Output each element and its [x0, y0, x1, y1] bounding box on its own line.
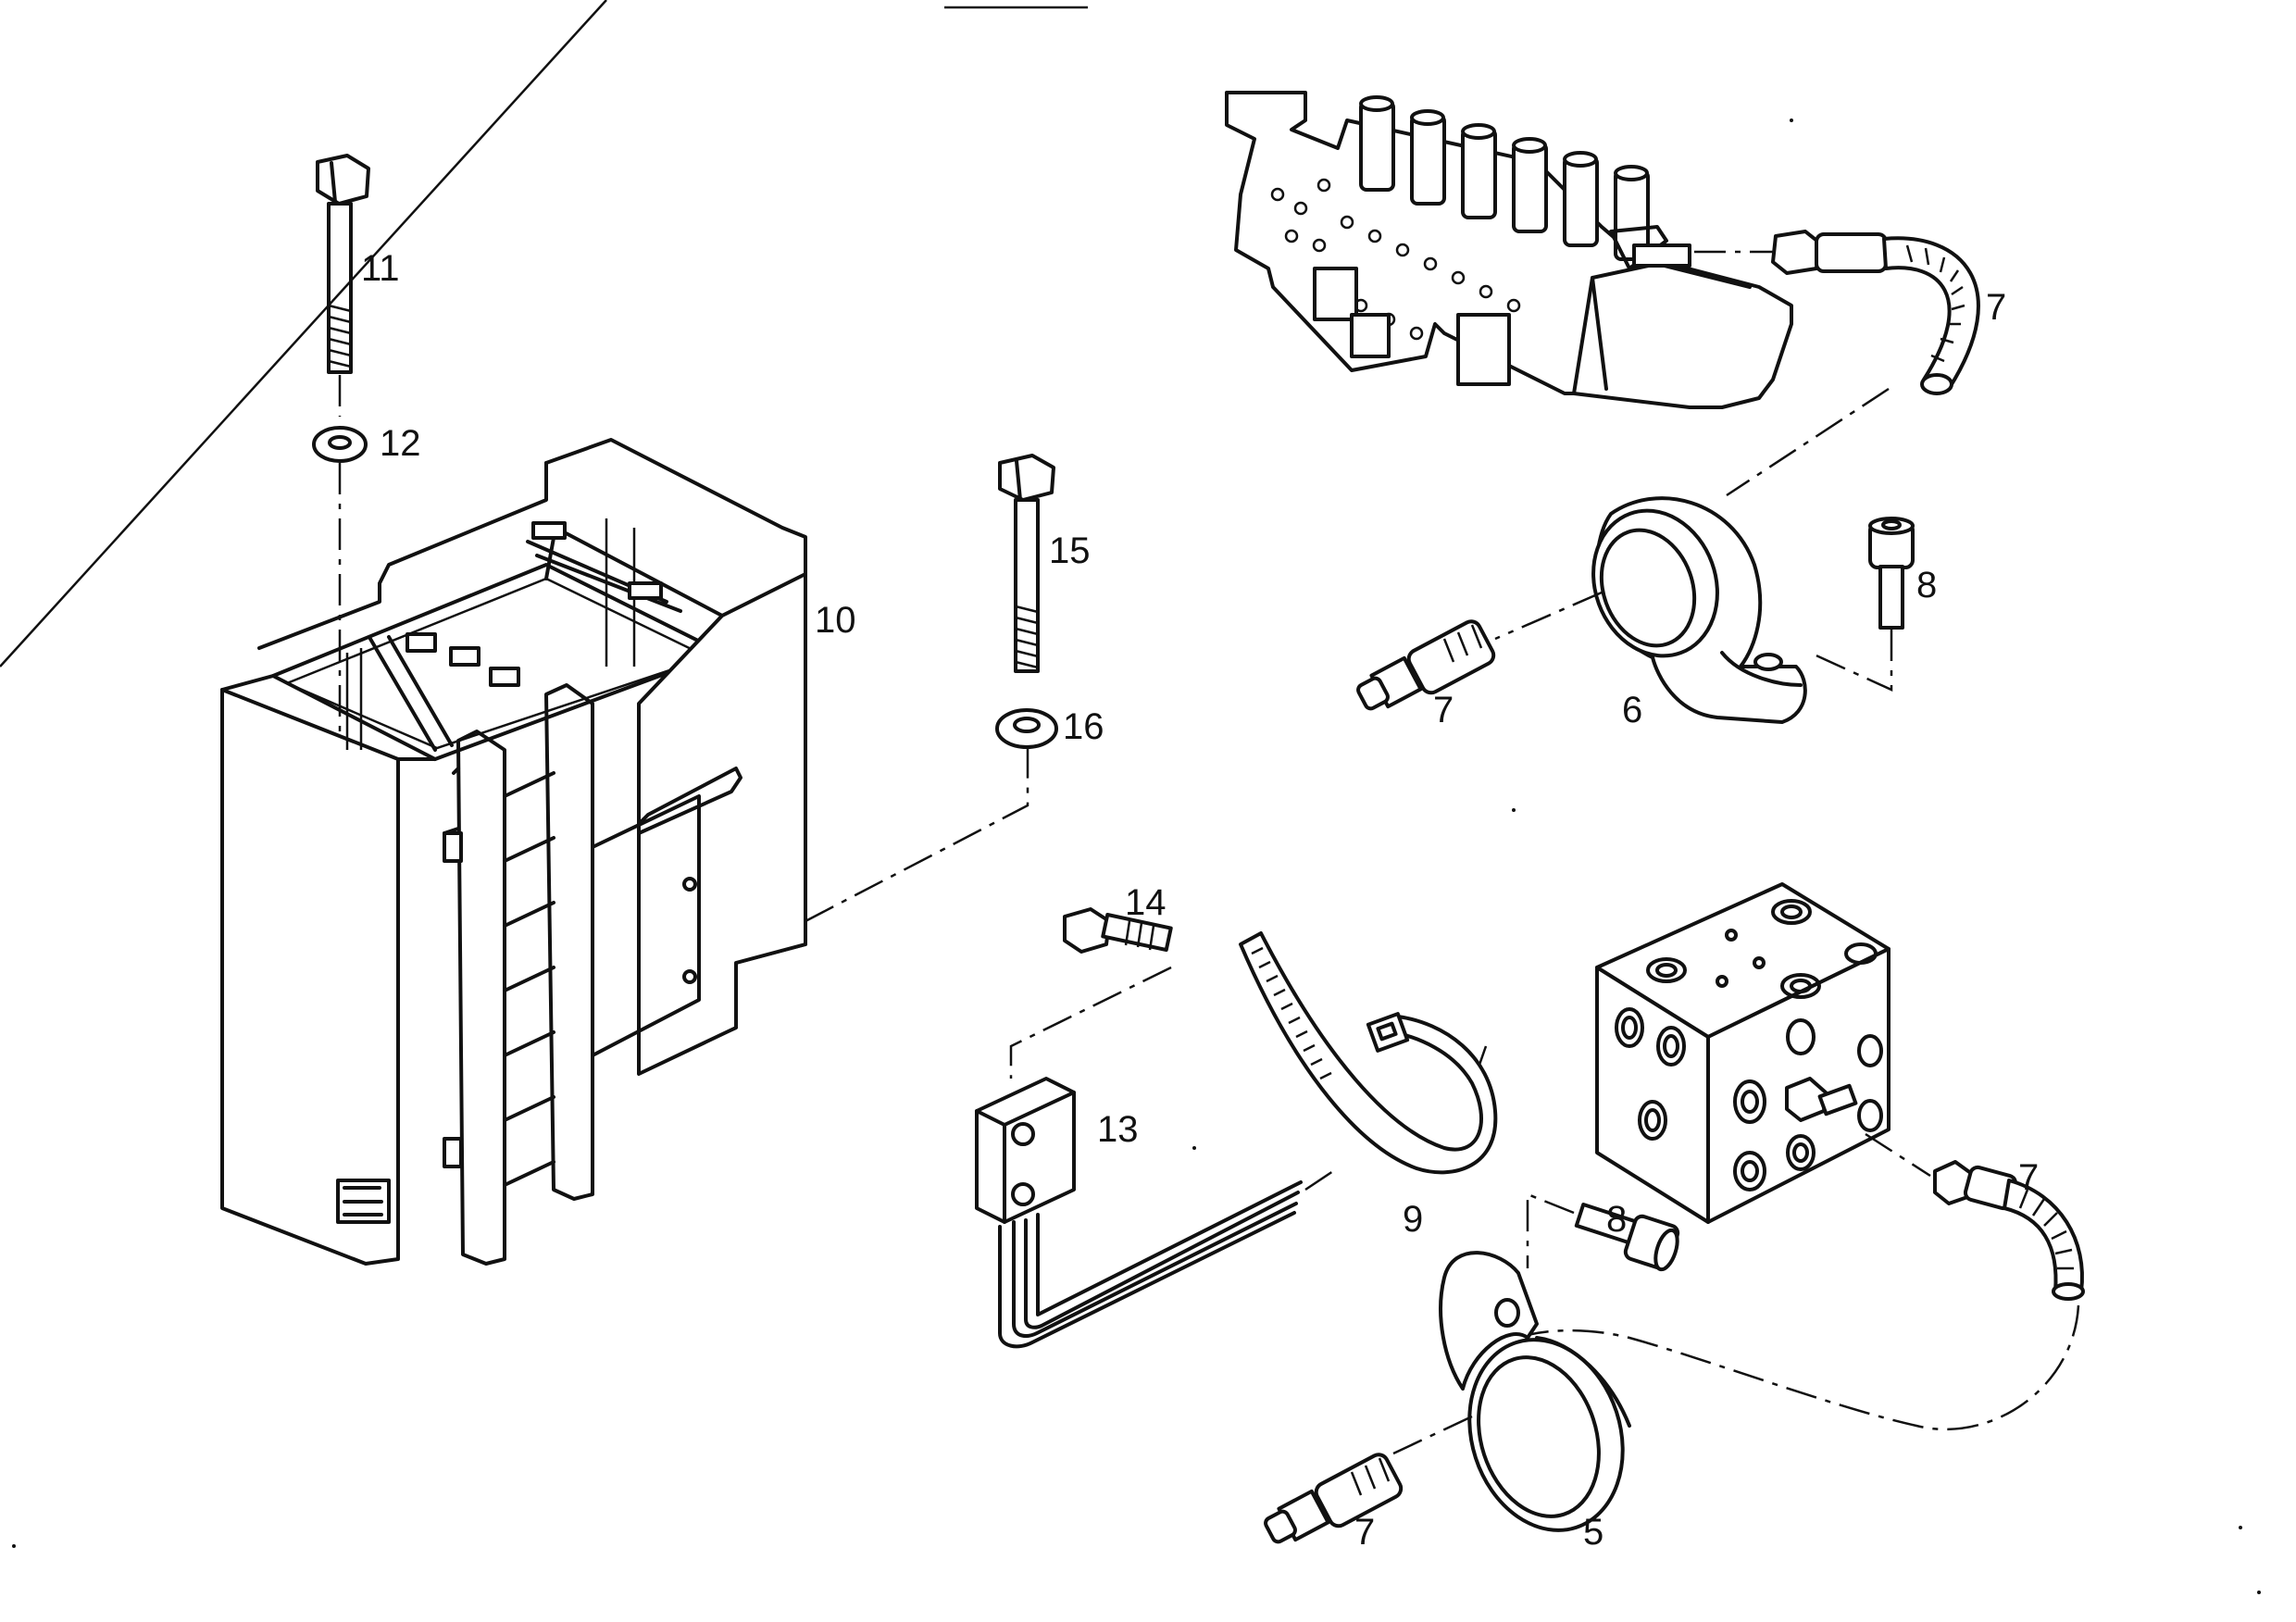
callout-7-top: 7 — [1986, 287, 2006, 328]
callout-14: 14 — [1125, 882, 1167, 923]
pump-assembly[interactable] — [1225, 91, 1793, 409]
stray-dot — [1790, 119, 1793, 122]
fitting-7-mid[interactable] — [1356, 618, 1497, 711]
callout-16: 16 — [1063, 706, 1104, 747]
callout-7-bottom: 7 — [1354, 1512, 1375, 1553]
bolt-11[interactable] — [316, 154, 370, 374]
washer-16[interactable] — [995, 708, 1058, 749]
bolt-14[interactable] — [1063, 907, 1173, 954]
screw-8-bottom[interactable] — [1574, 1203, 1681, 1272]
stray-dot — [1512, 808, 1516, 812]
callout-6: 6 — [1622, 690, 1642, 730]
fitting-7-bottom[interactable] — [1264, 1452, 1404, 1544]
cabinet-10[interactable] — [0, 0, 807, 1266]
clamp-6[interactable] — [1574, 493, 1807, 724]
callout-8-top: 8 — [1916, 565, 1937, 605]
sensor-13[interactable] — [975, 1077, 1303, 1349]
cable-tie-9[interactable] — [1239, 931, 1498, 1175]
stray-dot — [1192, 1146, 1196, 1150]
callout-7-mid: 7 — [1433, 690, 1454, 730]
leader-8-6 — [1809, 630, 1893, 692]
callout-15: 15 — [1049, 530, 1091, 571]
leader-10-16 — [805, 745, 1029, 923]
leader-7-6 — [1726, 387, 1890, 497]
bolt-15[interactable] — [998, 454, 1055, 673]
callout-5: 5 — [1583, 1512, 1603, 1553]
callout-12: 12 — [380, 423, 421, 464]
callout-7-right: 7 — [2018, 1157, 2039, 1198]
stray-dot — [2239, 1526, 2242, 1529]
clamp-5[interactable] — [1439, 1251, 1646, 1550]
callout-10: 10 — [815, 600, 856, 641]
callout-9: 9 — [1403, 1199, 1423, 1240]
washer-12[interactable] — [312, 426, 368, 463]
stray-dot — [12, 1544, 16, 1548]
leader-8-5 — [1526, 1192, 1575, 1268]
valve-block[interactable] — [1595, 882, 1890, 1224]
stray-dot — [2257, 1591, 2261, 1594]
leader-14-13 — [1009, 966, 1172, 1079]
leader-block-7 — [1865, 1132, 1931, 1178]
leader-5-7 — [1392, 1415, 1473, 1455]
hose-7-top[interactable] — [1771, 230, 1980, 395]
leader-6-7 — [1494, 591, 1603, 641]
callout-8-bottom: 8 — [1606, 1199, 1627, 1240]
hose-7-right[interactable] — [1933, 1160, 2085, 1301]
callout-11: 11 — [361, 248, 400, 289]
leader-7-5 — [1527, 1304, 2080, 1431]
callout-13: 13 — [1097, 1109, 1139, 1150]
leader-9 — [1478, 1045, 1488, 1066]
screw-8-top[interactable] — [1868, 517, 1915, 630]
leader-13-9 — [1304, 1169, 1334, 1192]
